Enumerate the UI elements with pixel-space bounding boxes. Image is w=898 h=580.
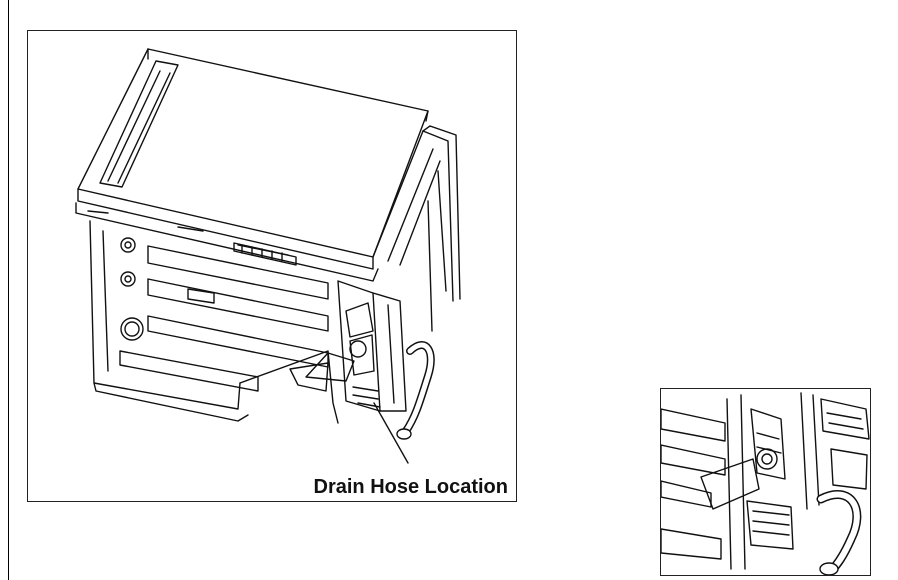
drain-hose-closeup-icon [661,389,871,576]
detail-figure-frame [660,388,871,576]
page-margin-rule [8,0,9,580]
drain-hose-callout: Drain Hose Location [314,476,508,499]
appliance-chassis-icon [28,31,517,502]
main-figure-frame: Drain Hose Location [27,30,517,502]
